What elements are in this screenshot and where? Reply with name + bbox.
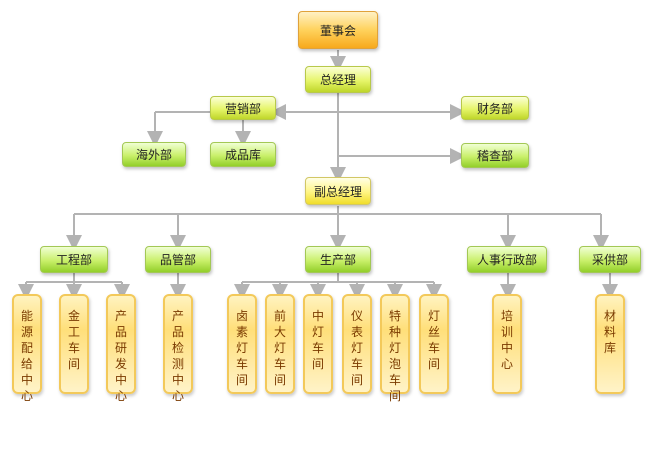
node-inspection-center: 产品检测中心 — [163, 294, 193, 403]
node-board-label: 董事会 — [319, 23, 356, 38]
node-training-center: 培训中心 — [492, 294, 522, 394]
node-instrument-light-shop-label: 仪表灯车间 — [350, 309, 363, 387]
node-general-manager: 总经理 — [305, 66, 371, 93]
node-purchasing-label: 采供部 — [591, 253, 628, 267]
node-finance-label: 财务部 — [476, 101, 513, 116]
node-production-label: 生产部 — [319, 253, 356, 267]
node-engineering: 工程部 — [40, 246, 108, 273]
node-audit-label: 稽查部 — [476, 149, 513, 163]
node-special-bulb-shop-label: 特种灯泡车间 — [388, 309, 401, 403]
node-training-center-label: 培训中心 — [500, 309, 513, 371]
node-metalwork-shop-label: 金工车间 — [67, 309, 80, 371]
node-headlight-shop-label: 前大灯车间 — [273, 309, 286, 387]
node-general-manager-label: 总经理 — [319, 73, 356, 87]
node-special-bulb-shop: 特种灯泡车间 — [380, 294, 410, 403]
node-deputy-gm-label: 副总经理 — [313, 184, 362, 199]
node-quality: 品管部 — [145, 246, 211, 273]
node-production: 生产部 — [305, 246, 371, 273]
node-deputy-gm: 副总经理 — [305, 177, 371, 205]
node-finished-goods: 成品库 — [210, 142, 276, 167]
node-purchasing: 采供部 — [579, 246, 641, 273]
node-energy-center-label: 能源配给中心 — [20, 309, 33, 403]
node-marketing: 营销部 — [210, 96, 276, 120]
node-metalwork-shop: 金工车间 — [59, 294, 89, 394]
node-board: 董事会 — [298, 11, 378, 49]
node-material-store: 材料库 — [595, 294, 625, 394]
node-filament-shop: 灯丝车间 — [419, 294, 449, 394]
node-filament-shop-label: 灯丝车间 — [427, 309, 440, 371]
node-rnd-center: 产品研发中心 — [106, 294, 136, 403]
node-engineering-label: 工程部 — [55, 253, 92, 267]
node-material-store-label: 材料库 — [603, 309, 616, 355]
node-midlight-shop-label: 中灯车间 — [311, 309, 324, 371]
node-audit: 稽查部 — [461, 143, 529, 168]
node-halogen-shop-label: 卤素灯车间 — [235, 309, 248, 387]
node-instrument-light-shop: 仪表灯车间 — [342, 294, 372, 394]
node-energy-center: 能源配给中心 — [12, 294, 42, 403]
node-finance: 财务部 — [461, 96, 529, 120]
node-finished-goods-label: 成品库 — [224, 148, 261, 162]
node-midlight-shop: 中灯车间 — [303, 294, 333, 394]
node-hr-admin: 人事行政部 — [467, 246, 547, 273]
node-rnd-center-label: 产品研发中心 — [114, 309, 127, 403]
node-hr-admin-label: 人事行政部 — [476, 253, 537, 267]
node-headlight-shop: 前大灯车间 — [265, 294, 295, 394]
node-inspection-center-label: 产品检测中心 — [171, 309, 184, 403]
node-marketing-label: 营销部 — [224, 101, 261, 116]
node-overseas: 海外部 — [122, 142, 186, 167]
node-halogen-shop: 卤素灯车间 — [227, 294, 257, 394]
node-overseas-label: 海外部 — [135, 148, 172, 162]
node-quality-label: 品管部 — [159, 253, 196, 267]
